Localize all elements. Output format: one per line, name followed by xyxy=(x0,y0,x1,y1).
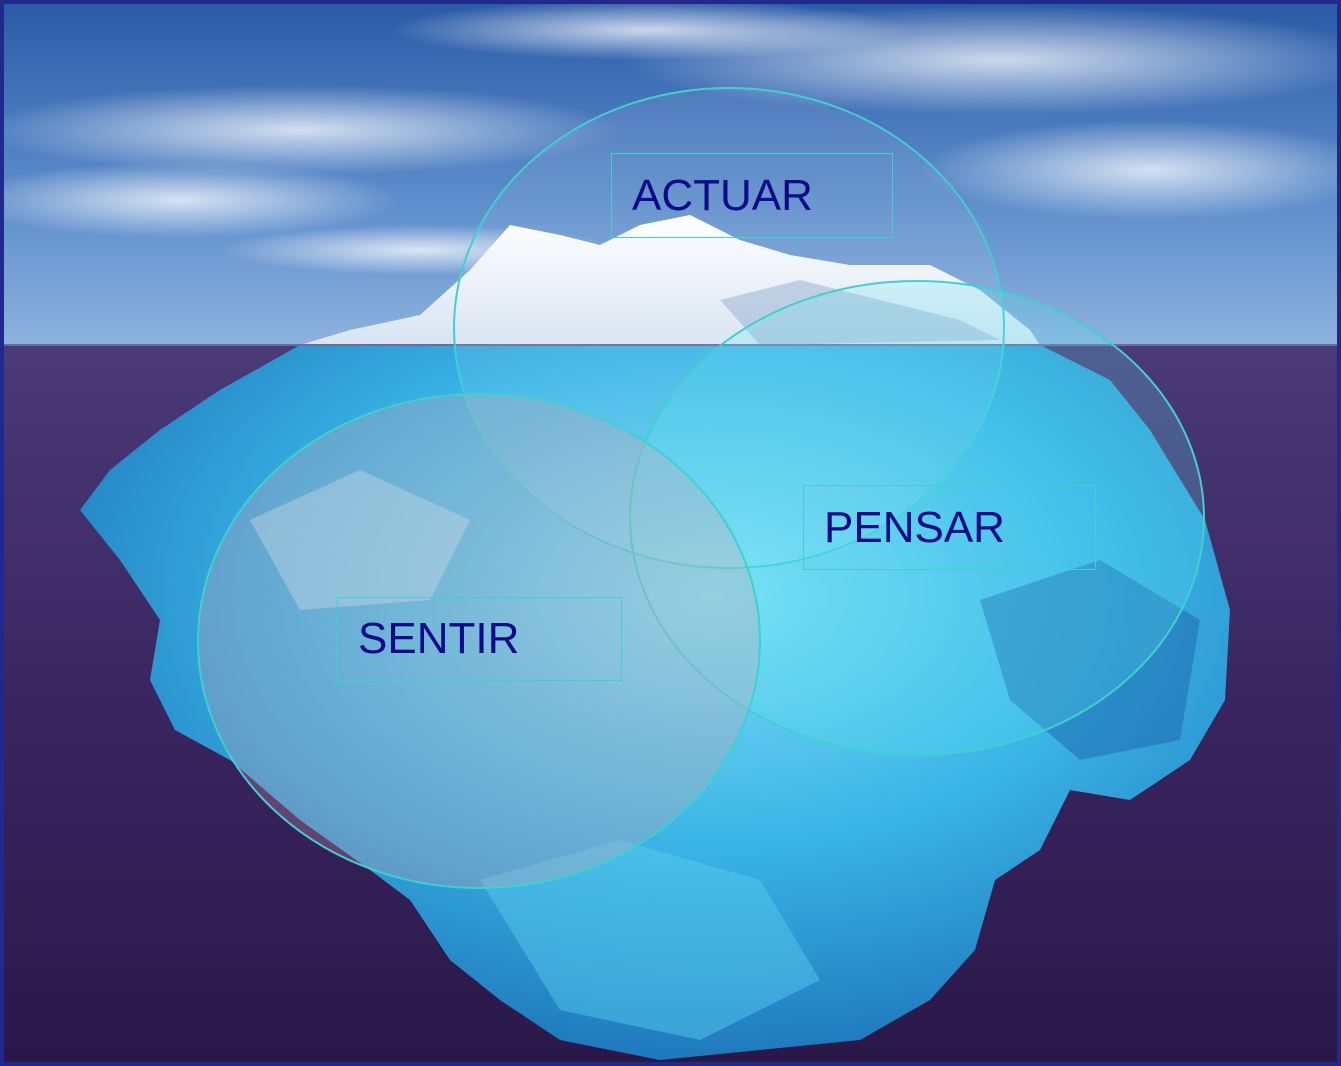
label-actuar-text: ACTUAR xyxy=(632,170,813,220)
label-sentir: SENTIR xyxy=(337,597,622,681)
label-sentir-text: SENTIR xyxy=(358,614,520,663)
iceberg-underwater xyxy=(80,345,1230,1060)
circle-actuar xyxy=(453,87,1005,569)
ice-tip-shadow xyxy=(720,280,1000,345)
ice-shadow xyxy=(980,560,1200,760)
circle-sentir xyxy=(197,393,761,889)
label-pensar-text: PENSAR xyxy=(824,502,1005,552)
label-pensar: PENSAR xyxy=(803,485,1096,570)
circle-pensar xyxy=(629,280,1205,756)
ice-highlight xyxy=(480,840,820,1040)
ice-highlight xyxy=(250,470,470,610)
label-actuar: ACTUAR xyxy=(611,153,893,238)
